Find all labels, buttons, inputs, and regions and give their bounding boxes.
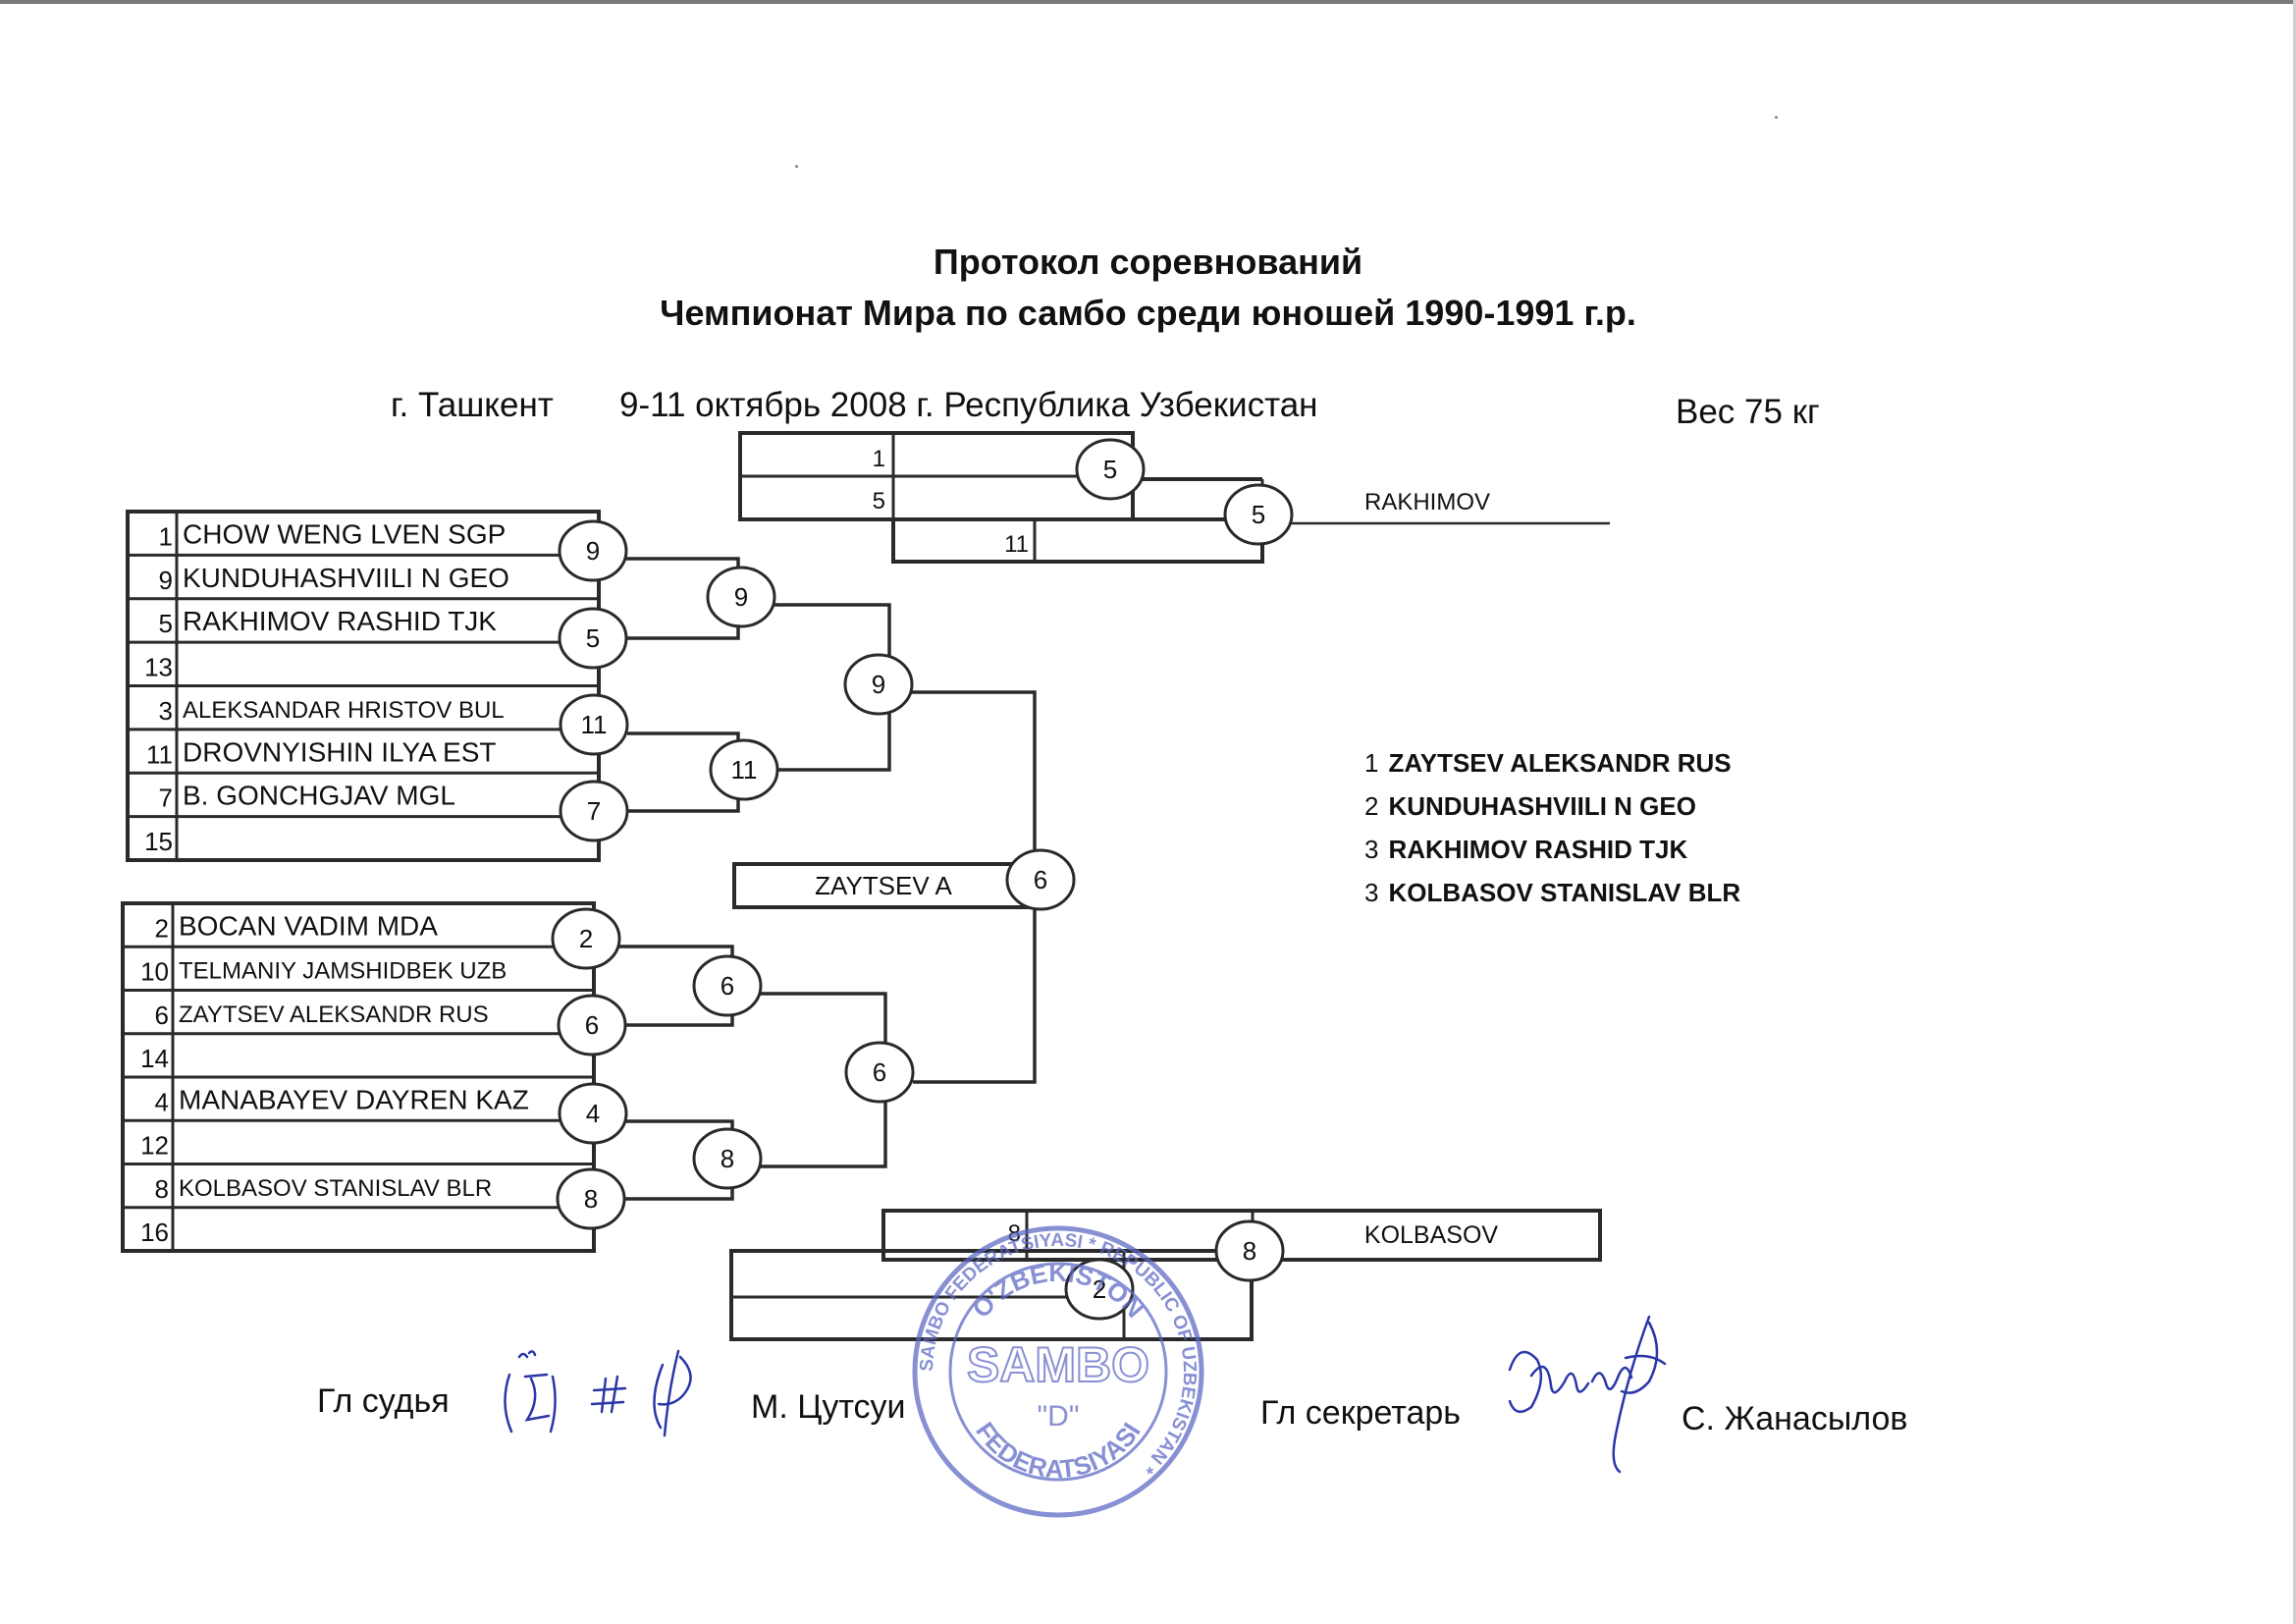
bout-winner-number: 9: [872, 670, 885, 699]
repechage-bottom-winner: KOLBASOV: [1364, 1221, 1498, 1249]
competitor-name: B. GONCHGJAV MGL: [183, 781, 455, 811]
place-name: ZAYTSEV ALEKSANDR RUS: [1388, 748, 1732, 778]
competitor-draw-number: 15: [144, 827, 173, 856]
final-winner-name: ZAYTSEV A: [815, 871, 952, 900]
bout-circle: [551, 907, 621, 970]
scan-speck: [1775, 116, 1778, 119]
competitor-draw-number: 4: [155, 1087, 169, 1116]
competitor-draw-number: 12: [140, 1131, 169, 1161]
competitor-draw-number: 13: [144, 653, 173, 682]
city-label: г. Ташкент: [391, 386, 554, 424]
bout-circle: [1064, 1258, 1135, 1321]
competitor-draw-number: 5: [159, 609, 173, 638]
seal-center-text: SAMBO: [967, 1337, 1149, 1392]
bout-circle: [1005, 848, 1076, 911]
competitor-draw-number: 16: [140, 1218, 169, 1247]
bout-circle: [558, 519, 628, 582]
bout-winner-number: 5: [1103, 455, 1117, 484]
bout-winner-number: 5: [586, 623, 600, 653]
bout-winner-number: 8: [721, 1144, 734, 1173]
place-entry: 3 KOLBASOV STANISLAV BLR: [1364, 878, 1740, 908]
bout-winner-number: 9: [734, 582, 748, 612]
bout-circle: [706, 566, 776, 628]
competitor-name: KUNDUHASHVIILI N GEO: [183, 563, 509, 593]
bout-winner-number: 4: [586, 1099, 600, 1128]
scan-speck: [795, 165, 798, 168]
competitor-name: BOCAN VADIM MDA: [179, 910, 438, 941]
competitor-draw-number: 1: [159, 521, 173, 551]
competitor-draw-number: 14: [140, 1044, 169, 1073]
seal-center-subtext: "D": [1038, 1400, 1080, 1433]
competitor-name: MANABAYEV DAYREN KAZ: [179, 1084, 529, 1114]
bout-winner-number: 11: [731, 755, 758, 785]
repechage-number: 11: [1004, 531, 1029, 558]
competitor-name: DROVNYISHIN ILYA EST: [183, 736, 496, 767]
competitor-draw-number: 6: [155, 1001, 169, 1030]
bout-winner-number: 5: [1252, 500, 1265, 529]
repechage-bottom-lower-box: [729, 1249, 1254, 1341]
repechage-number: 5: [873, 488, 885, 514]
chief-judge-name: М. Цутсуи: [751, 1388, 906, 1426]
competitor-name: ALEKSANDAR HRISTOV BUL: [183, 697, 505, 724]
bout-winner-number: 8: [584, 1184, 598, 1214]
place-name: RAKHIMOV RASHID TJK: [1388, 835, 1688, 864]
competitor-draw-number: 3: [159, 696, 173, 726]
place-number: 1: [1364, 748, 1379, 778]
bout-winner-number: 6: [1034, 865, 1047, 894]
competitor-draw-number: 8: [155, 1174, 169, 1204]
competitor-draw-number: 10: [140, 957, 169, 987]
competitor-name: TELMANIY JAMSHIDBEK UZB: [179, 958, 507, 985]
chief-judge-label: Гл судья: [317, 1382, 450, 1420]
federation-seal-stamp: SAMBO FEDERATSIYASI * REPUBLIC OF UZBEKI…: [912, 1225, 1204, 1518]
bout-circle: [559, 693, 629, 756]
competitor-draw-number: 2: [155, 913, 169, 943]
chief-secretary-name: С. Жанасылов: [1682, 1400, 1908, 1437]
scan-edge-right: [2293, 0, 2296, 1624]
bout-circle: [1223, 483, 1294, 546]
document-title: Протокол соревнований: [933, 242, 1363, 282]
competitor-name: RAKHIMOV RASHID TJK: [183, 606, 497, 636]
bout-winner-number: 6: [585, 1010, 599, 1040]
bout-circle: [692, 954, 763, 1017]
bout-winner-number: 6: [873, 1057, 886, 1087]
bout-circle: [558, 1082, 628, 1145]
repechage-top-lower-box: [891, 517, 1264, 564]
bout-winner-number: 2: [1093, 1274, 1106, 1304]
secretary-handwritten-signature: [1508, 1315, 1667, 1474]
place-name: KUNDUHASHVIILI N GEO: [1388, 791, 1696, 821]
competitor-name: KOLBASOV STANISLAV BLR: [179, 1175, 492, 1202]
place-entry: 1 ZAYTSEV ALEKSANDR RUS: [1364, 748, 1732, 779]
bout-winner-number: 6: [721, 971, 734, 1001]
bout-winner-number: 8: [1243, 1236, 1256, 1266]
bout-winner-number: 2: [579, 924, 593, 953]
competitor-name: ZAYTSEV ALEKSANDR RUS: [179, 1001, 489, 1028]
bout-winner-number: 9: [586, 536, 600, 566]
bout-circle: [844, 1041, 915, 1104]
competitor-draw-number: 9: [159, 566, 173, 595]
place-number: 2: [1364, 791, 1379, 821]
chief-secretary-label: Гл секретарь: [1260, 1394, 1461, 1432]
scan-edge-top: [0, 0, 2296, 4]
place-entry: 2 KUNDUHASHVIILI N GEO: [1364, 791, 1696, 822]
bout-winner-number: 7: [587, 796, 601, 826]
place-number: 3: [1364, 878, 1379, 907]
bout-circle: [1214, 1219, 1285, 1282]
dates-country-label: 9-11 октябрь 2008 г. Республика Узбекист…: [619, 386, 1318, 424]
bout-circle: [843, 653, 914, 716]
repechage-number: 1: [873, 446, 885, 472]
document-subtitle: Чемпионат Мира по самбо среди юношей 199…: [660, 293, 1636, 333]
bout-circle: [1075, 438, 1146, 501]
place-name: KOLBASOV STANISLAV BLR: [1388, 878, 1741, 907]
weight-class-label: Вес 75 кг: [1676, 393, 1820, 431]
competitor-draw-number: 11: [146, 739, 173, 769]
place-entry: 3 RAKHIMOV RASHID TJK: [1364, 835, 1687, 865]
competitor-draw-number: 7: [159, 784, 173, 813]
bout-winner-number: 11: [581, 710, 608, 739]
place-number: 3: [1364, 835, 1379, 864]
repechage-top-winner: RAKHIMOV: [1364, 489, 1490, 515]
competitor-name: CHOW WENG LVEN SGP: [183, 518, 506, 549]
judge-handwritten-signature: [504, 1349, 692, 1437]
bout-circle: [692, 1127, 763, 1190]
